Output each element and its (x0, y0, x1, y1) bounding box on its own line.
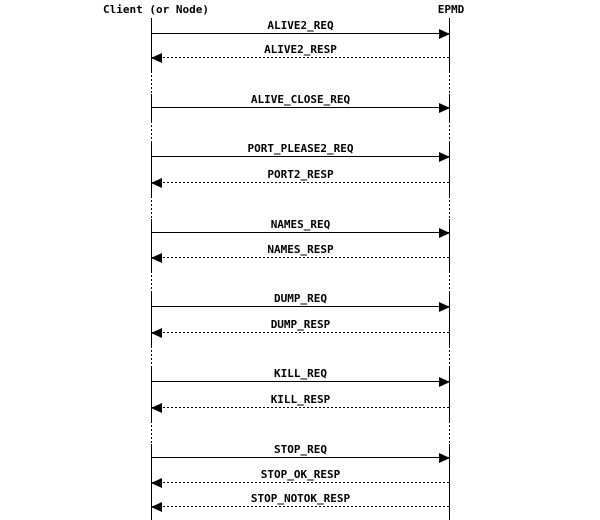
lifeline-segment (449, 368, 450, 421)
message-label: STOP_REQ (274, 443, 327, 456)
message-line (151, 33, 450, 34)
message-line (151, 381, 450, 382)
arrowhead-right-icon (439, 28, 450, 39)
message-stop-ok-resp: STOP_OK_RESP (151, 468, 450, 488)
lifeline-segment (151, 219, 152, 271)
actor-label-client: Client (or Node) (103, 3, 209, 16)
message-label: STOP_OK_RESP (260, 468, 341, 481)
message-kill-resp: KILL_RESP (151, 393, 450, 413)
lifeline-segment (449, 121, 450, 143)
arrowhead-right-icon (439, 102, 450, 113)
message-port2-resp: PORT2_RESP (151, 168, 450, 188)
message-label: ALIVE2_REQ (267, 19, 334, 32)
message-names-resp: NAMES_RESP (151, 243, 450, 263)
message-label: ALIVE_CLOSE_REQ (250, 93, 351, 106)
message-stop-req: STOP_REQ (151, 443, 450, 463)
arrowhead-left-icon (151, 52, 162, 63)
message-label: KILL_RESP (270, 393, 331, 406)
message-label: PORT2_RESP (267, 168, 334, 181)
message-line (151, 257, 450, 258)
message-label: PORT_PLEASE2_REQ (247, 142, 354, 155)
message-line (151, 332, 450, 333)
message-stop-notok-resp: STOP_NOTOK_RESP (151, 492, 450, 512)
message-label: NAMES_REQ (270, 218, 331, 231)
message-names-req: NAMES_REQ (151, 218, 450, 238)
message-label: DUMP_RESP (270, 318, 331, 331)
arrowhead-right-icon (439, 376, 450, 387)
message-dump-req: DUMP_REQ (151, 292, 450, 312)
message-line (151, 232, 450, 233)
lifeline-segment (151, 346, 152, 368)
message-label: DUMP_REQ (274, 292, 327, 305)
lifeline-segment (449, 271, 450, 293)
arrowhead-right-icon (439, 301, 450, 312)
arrowhead-right-icon (439, 452, 450, 463)
arrowhead-left-icon (151, 252, 162, 263)
arrowhead-left-icon (151, 501, 162, 512)
lifeline-segment (151, 143, 152, 196)
lifeline-segment (151, 368, 152, 421)
message-label: NAMES_RESP (267, 243, 334, 256)
message-line (151, 306, 450, 307)
message-dump-resp: DUMP_RESP (151, 318, 450, 338)
message-label: ALIVE2_RESP (264, 43, 337, 56)
message-port-please2-req: PORT_PLEASE2_REQ (151, 142, 450, 162)
lifeline-segment (151, 121, 152, 143)
lifeline-segment (449, 293, 450, 346)
message-line (151, 407, 450, 408)
message-alive2-req: ALIVE2_REQ (151, 19, 450, 39)
arrowhead-right-icon (439, 151, 450, 162)
message-kill-req: KILL_REQ (151, 367, 450, 387)
message-line (151, 182, 450, 183)
message-line (151, 457, 450, 458)
lifeline-segment (449, 219, 450, 271)
lifeline-segment (449, 421, 450, 444)
arrowhead-left-icon (151, 327, 162, 338)
lifeline-segment (449, 346, 450, 368)
message-label: KILL_REQ (274, 367, 327, 380)
message-line (151, 156, 450, 157)
arrowhead-left-icon (151, 402, 162, 413)
message-alive2-resp: ALIVE2_RESP (151, 43, 450, 63)
lifeline-segment (449, 196, 450, 219)
arrowhead-left-icon (151, 177, 162, 188)
message-label: STOP_NOTOK_RESP (250, 492, 351, 505)
lifeline-segment (151, 293, 152, 346)
lifeline-segment (449, 71, 450, 94)
message-alive-close-req: ALIVE_CLOSE_REQ (151, 93, 450, 113)
lifeline-segment (151, 71, 152, 94)
message-line (151, 107, 450, 108)
lifeline-segment (151, 196, 152, 219)
arrowhead-left-icon (151, 477, 162, 488)
message-line (151, 57, 450, 58)
actor-label-epmd: EPMD (437, 3, 465, 16)
lifeline-segment (449, 18, 450, 71)
lifeline-segment (151, 271, 152, 293)
arrowhead-right-icon (439, 227, 450, 238)
lifeline-segment (449, 143, 450, 196)
message-line (151, 506, 450, 507)
lifeline-segment (151, 421, 152, 444)
message-line (151, 482, 450, 483)
lifeline-segment (151, 18, 152, 71)
